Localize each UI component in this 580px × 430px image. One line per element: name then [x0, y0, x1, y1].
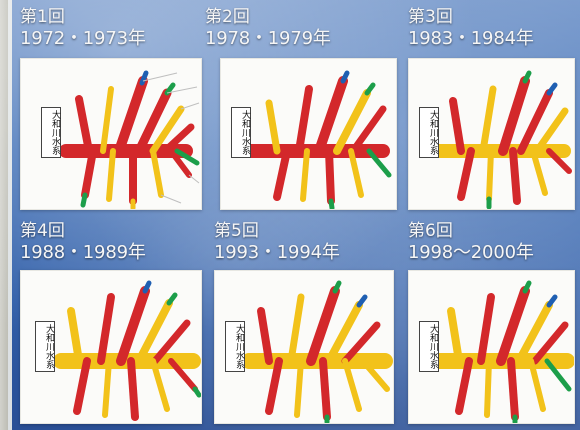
river-branch-diagram [53, 280, 201, 421]
left-border [0, 0, 8, 430]
survey-number: 第2回 [205, 7, 250, 27]
survey-years: 1988・1989年 [20, 242, 146, 263]
river-name-label: 大和川水系 [225, 321, 245, 372]
survey-years: 1998～2000年 [408, 242, 534, 263]
survey-number: 第1回 [20, 7, 65, 27]
river-name-label: 大和川水系 [231, 107, 251, 158]
survey-years: 1983・1984年 [408, 28, 534, 49]
river-map-panel-5: 大和川水系 [214, 270, 394, 424]
river-map-panel-4: 大和川水系 [20, 270, 202, 424]
river-branch-diagram [241, 280, 393, 423]
survey-number: 第4回 [20, 221, 65, 241]
survey-number: 第5回 [214, 221, 259, 241]
river-branch-diagram [431, 280, 574, 423]
survey-number: 第6回 [408, 221, 453, 241]
survey-heading-1: 第1回 1972・1973年 [20, 6, 146, 50]
survey-heading-4: 第4回 1988・1989年 [20, 220, 146, 264]
river-map-panel-3: 大和川水系 [408, 58, 575, 210]
survey-years: 1978・1979年 [205, 28, 331, 49]
survey-years: 1993・1994年 [214, 242, 340, 263]
river-branch-diagram [432, 70, 572, 209]
river-map-panel-2: 大和川水系 [220, 58, 397, 210]
river-name-label: 大和川水系 [41, 107, 61, 158]
river-name-label: 大和川水系 [35, 321, 55, 372]
survey-heading-6: 第6回 1998～2000年 [408, 220, 534, 264]
river-name-label: 大和川水系 [419, 321, 439, 372]
river-map-panel-6: 大和川水系 [408, 270, 575, 424]
river-name-label: 大和川水系 [419, 107, 439, 158]
left-border-strip [8, 0, 12, 430]
survey-heading-3: 第3回 1983・1984年 [408, 6, 534, 50]
survey-years: 1972・1973年 [20, 28, 146, 49]
river-map-panel-1: 大和川水系 [20, 58, 202, 210]
river-branch-diagram [244, 70, 392, 209]
river-branch-diagram [59, 70, 200, 209]
survey-heading-2: 第2回 1978・1979年 [205, 6, 331, 50]
survey-number: 第3回 [408, 7, 453, 27]
survey-heading-5: 第5回 1993・1994年 [214, 220, 340, 264]
